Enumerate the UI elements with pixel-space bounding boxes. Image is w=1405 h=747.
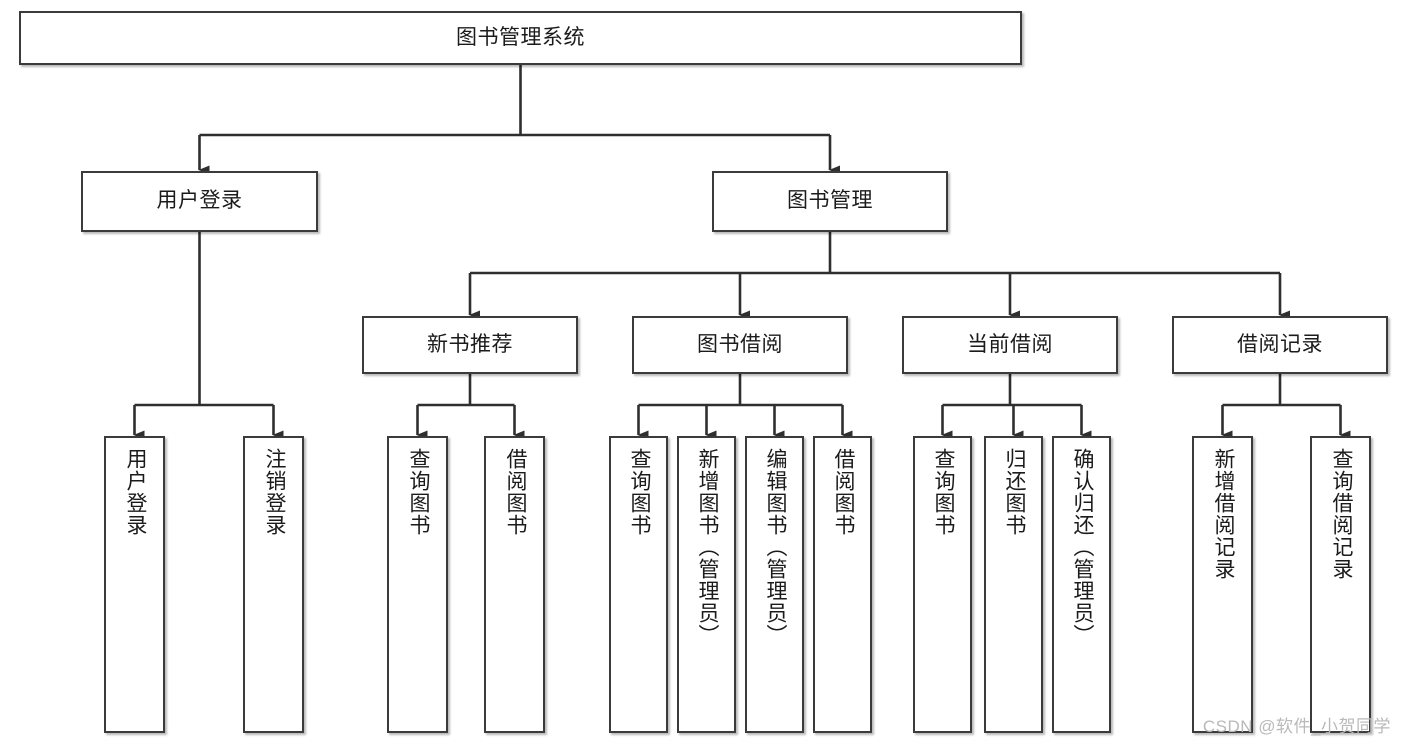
node-label: 图书管理系统 — [456, 25, 585, 49]
node-bookmgmt[interactable]: 图书管理 — [712, 171, 948, 232]
node-label: 归还图书 — [1002, 448, 1026, 536]
node-label: 新增图书（管理员） — [695, 448, 719, 646]
node-label: 借阅图书 — [831, 448, 855, 536]
node-current[interactable]: 当前借阅 — [902, 316, 1118, 374]
node-borrow[interactable]: 图书借阅 — [632, 316, 848, 374]
node-label: 确认归还（管理员） — [1070, 448, 1094, 646]
node-l6[interactable]: 新增图书（管理员） — [677, 436, 736, 733]
node-label: 注销登录 — [262, 448, 286, 536]
node-label: 编辑图书（管理员） — [763, 448, 787, 646]
node-record[interactable]: 借阅记录 — [1172, 316, 1388, 374]
node-label: 查询图书 — [627, 448, 651, 536]
node-label: 图书管理 — [787, 189, 873, 213]
node-label: 查询图书 — [406, 448, 430, 536]
node-l3[interactable]: 查询图书 — [387, 436, 448, 733]
node-label: 借阅图书 — [503, 448, 527, 536]
connector-lines — [133, 65, 1351, 440]
node-l1[interactable]: 用户登录 — [104, 436, 165, 733]
node-label: 当前借阅 — [967, 332, 1053, 356]
node-l8[interactable]: 借阅图书 — [813, 436, 872, 733]
node-l4[interactable]: 借阅图书 — [484, 436, 545, 733]
node-label: 借阅记录 — [1237, 332, 1323, 356]
node-label: 用户登录 — [156, 189, 243, 213]
node-label: 图书借阅 — [697, 332, 783, 356]
node-l5[interactable]: 查询图书 — [609, 436, 668, 733]
node-l9[interactable]: 查询图书 — [913, 436, 972, 733]
node-l12[interactable]: 新增借阅记录 — [1192, 436, 1253, 733]
node-l7[interactable]: 编辑图书（管理员） — [745, 436, 804, 733]
node-login[interactable]: 用户登录 — [81, 171, 318, 232]
node-label: 用户登录 — [123, 448, 147, 536]
node-label: 查询图书 — [931, 448, 955, 536]
node-label: 新增借阅记录 — [1211, 448, 1235, 580]
node-newbook[interactable]: 新书推荐 — [362, 316, 578, 374]
node-label: 新书推荐 — [427, 332, 513, 356]
watermark: CSDN @软件_小贺同学 — [1202, 717, 1391, 736]
node-l2[interactable]: 注销登录 — [243, 436, 304, 733]
node-l10[interactable]: 归还图书 — [984, 436, 1043, 733]
node-l13[interactable]: 查询借阅记录 — [1310, 436, 1371, 733]
node-label: 查询借阅记录 — [1329, 448, 1353, 580]
node-l11[interactable]: 确认归还（管理员） — [1052, 436, 1111, 733]
node-root[interactable]: 图书管理系统 — [19, 11, 1022, 65]
